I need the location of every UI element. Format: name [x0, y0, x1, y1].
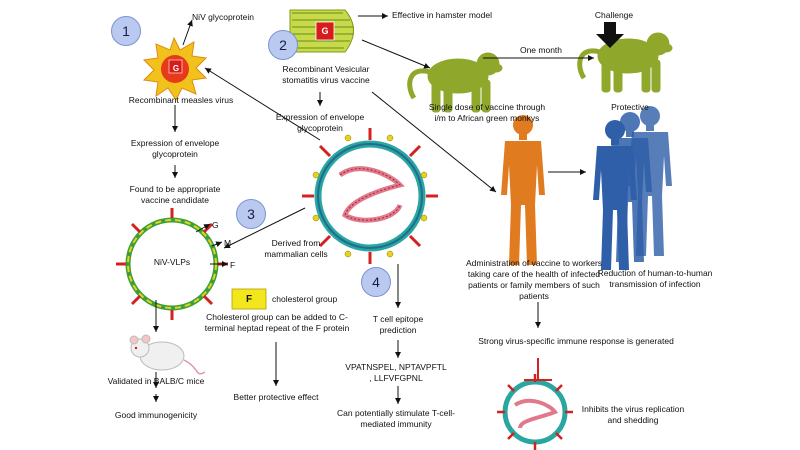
- human-population-icon: [593, 106, 672, 270]
- effective-hamster-label: Effective in hamster model: [392, 10, 492, 20]
- protective-label: Protective: [611, 102, 649, 112]
- single-dose-label: Single dose of vaccine through i/m to Af…: [428, 102, 546, 123]
- step-4-badge: 4: [361, 267, 391, 297]
- niv-virion-icon: [302, 128, 438, 264]
- vsv-particle-icon: [289, 9, 354, 53]
- stimulate-tcell-label: Can potentially stimulate T-cell-mediate…: [337, 408, 455, 429]
- derived-mammalian-label: Derived from mammalian cells: [264, 238, 328, 259]
- g-label: G: [212, 220, 219, 230]
- mouse-icon: [129, 334, 206, 375]
- cholesterol-f-icon: [231, 288, 267, 310]
- good-immunogenicity-label: Good immunogenicity: [114, 410, 198, 420]
- measles-virus-icon: [142, 36, 208, 101]
- one-month-label: One month: [519, 45, 563, 55]
- inhibition-marker-icon: [524, 358, 552, 381]
- cholesterol-group-label: cholesterol group: [272, 294, 338, 304]
- step-3-badge: 3: [236, 199, 266, 229]
- expression-envelope-left-label: Expression of envelope glycoprotein: [130, 138, 220, 159]
- challenge-arrow-icon: [596, 22, 624, 48]
- niv-glycoprotein-label: NiV glycoprotein: [192, 12, 254, 22]
- cholesterol-f-marker: F: [245, 294, 253, 305]
- found-candidate-label: Found to be appropriate vaccine candidat…: [129, 184, 221, 205]
- monkey-protected-icon: [580, 33, 672, 92]
- better-protective-label: Better protective effect: [233, 392, 319, 402]
- vsv-g-marker: G: [321, 26, 329, 36]
- cholesterol-added-label: Cholesterol group can be added to C-term…: [204, 312, 350, 333]
- niv-vlps-label: NiV-VLPs: [153, 257, 191, 267]
- epitopes-label: VPATNSPEL, NPTAVPFTL , LLFVFGPNL: [345, 362, 447, 383]
- flow-arrows: [153, 13, 594, 404]
- step-2-badge: 2: [268, 30, 298, 60]
- m-label: M: [224, 238, 232, 248]
- inhibited-virus-icon: [497, 374, 573, 450]
- strong-response-label: Strong virus-specific immune response is…: [478, 336, 674, 346]
- validated-mice-label: Validated in BALB/C mice: [107, 376, 205, 386]
- inhibits-label: Inhibits the virus replication and shedd…: [581, 404, 685, 425]
- step-1-badge: 1: [111, 16, 141, 46]
- recombinant-vsv-label: Recombinant Vesicular stomatitis virus v…: [282, 64, 370, 85]
- challenge-label: Challenge: [594, 10, 634, 20]
- recombinant-measles-label: Recombinant measles virus: [128, 95, 234, 105]
- vaccinated-worker-icon: [501, 115, 545, 265]
- f-label: F: [230, 260, 236, 270]
- administration-label: Administration of vaccine to workers tak…: [465, 258, 603, 301]
- tcell-prediction-label: T cell epitope prediction: [372, 314, 424, 335]
- measles-g-marker: G: [172, 64, 180, 73]
- expression-envelope-center-label: Expression of envelope glycoprotein: [275, 112, 365, 133]
- reduction-label: Reduction of human-to-human transmission…: [597, 268, 713, 289]
